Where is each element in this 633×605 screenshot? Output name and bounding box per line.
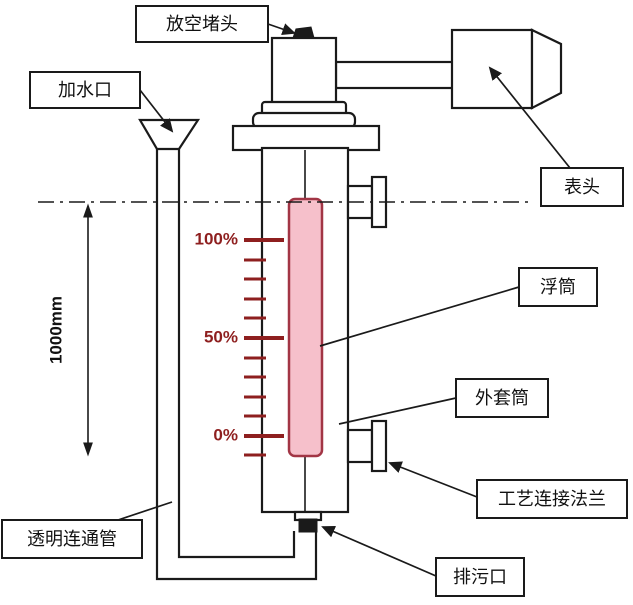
callout-meter-head-label: 表头	[564, 177, 600, 197]
callout-drain-port-label: 排污口	[453, 567, 507, 587]
leader-float	[319, 286, 520, 347]
callout-outer-sleeve-label: 外套筒	[475, 388, 529, 408]
dimension-arrowhead-bottom	[83, 442, 93, 457]
leader-drain-port	[321, 525, 437, 577]
leader-process-flange	[388, 461, 478, 498]
callout-process-flange-label: 工艺连接法兰	[498, 489, 606, 509]
scale-ruler	[244, 238, 284, 457]
dimension-arrowhead-top	[83, 203, 93, 218]
connecting-tube-outer	[155, 149, 318, 581]
leader-vent-plug	[267, 23, 296, 36]
callout-vent-plug-box	[135, 5, 269, 43]
top-flange	[231, 124, 381, 152]
leader-transparent-tube	[117, 501, 173, 521]
transmitter-neck	[270, 36, 338, 106]
callout-water-inlet: 加水口	[29, 71, 141, 109]
callout-drain-port: 排污口	[435, 557, 525, 597]
callout-drain-port-box	[435, 557, 525, 597]
callout-float: 浮筒	[518, 267, 598, 307]
leader-outer-sleeve	[338, 397, 457, 425]
callout-vent-plug-label: 放空堵头	[166, 14, 238, 34]
indicator-arm	[334, 60, 458, 90]
callout-float-box	[518, 267, 598, 307]
water-inlet-funnel	[138, 118, 201, 151]
callout-transparent-tube-label: 透明连通管	[27, 529, 117, 549]
callout-outer-sleeve: 外套筒	[455, 378, 549, 418]
dimension-1000mm: 1000mm	[47, 203, 93, 457]
callout-transparent-tube-box	[1, 519, 143, 559]
meter-head-body	[450, 28, 534, 110]
scale-labels: 100% 50% 0%	[195, 230, 238, 445]
callout-outer-sleeve-box	[455, 378, 549, 418]
vent-plug-shape	[292, 26, 315, 39]
callout-water-inlet-label: 加水口	[58, 80, 112, 100]
connecting-tube-inner	[177, 149, 296, 559]
meter-head-cap	[530, 28, 563, 110]
callout-process-flange-box	[476, 479, 628, 519]
lower-nozzle-flange	[370, 419, 388, 473]
float-body	[287, 197, 324, 458]
drain-fitting	[298, 518, 318, 533]
callout-meter-head-box	[540, 167, 624, 207]
scale-label-0: 0%	[213, 426, 238, 445]
leader-meter-head	[488, 66, 571, 169]
callout-water-inlet-box	[29, 71, 141, 109]
callout-process-flange: 工艺连接法兰	[476, 479, 628, 519]
lower-nozzle-pipe	[346, 428, 374, 464]
dimension-label: 1000mm	[47, 296, 66, 364]
callout-meter-head: 表头	[540, 167, 624, 207]
callout-transparent-tube: 透明连通管	[1, 519, 143, 559]
scale-label-50: 50%	[204, 328, 238, 347]
leader-water-inlet	[139, 89, 174, 133]
scale-label-100: 100%	[195, 230, 238, 249]
callout-float-label: 浮筒	[540, 277, 576, 297]
callout-vent-plug: 放空堵头	[135, 5, 269, 43]
float-shape	[287, 197, 324, 458]
